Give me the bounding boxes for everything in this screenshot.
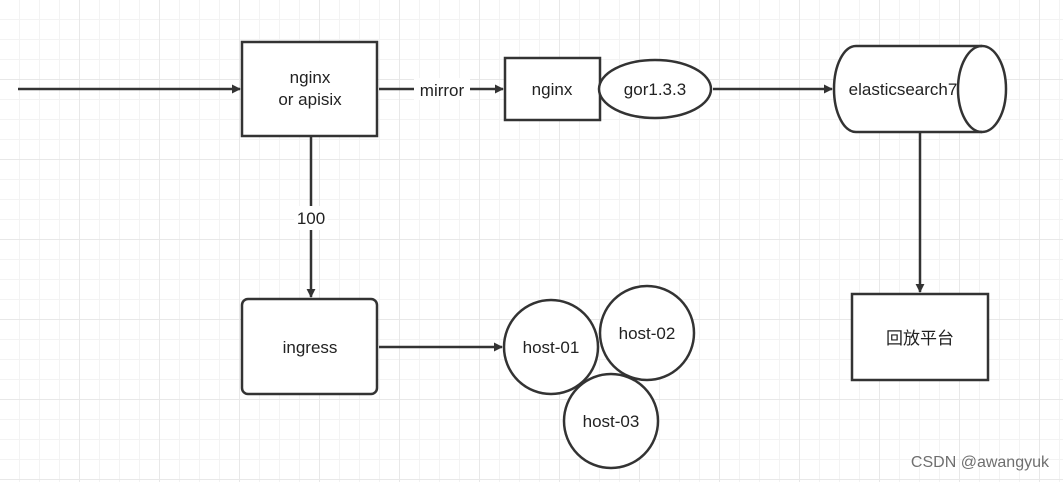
host-02-node: host-02 <box>598 284 696 382</box>
elasticsearch-label: elasticsearch7 <box>849 80 958 99</box>
replay-platform-node: 回放平台 <box>850 292 990 382</box>
host-03-label: host-03 <box>583 412 640 431</box>
proxy-node: nginx or apisix <box>240 40 379 138</box>
ingress-node: ingress <box>240 297 379 396</box>
proxy-label-line1: nginx <box>290 68 331 87</box>
host-01-node: host-01 <box>502 298 600 396</box>
host-03-node: host-03 <box>562 372 660 470</box>
host-01-label: host-01 <box>523 338 580 357</box>
edges <box>18 84 925 352</box>
replay-platform-label: 回放平台 <box>886 329 954 348</box>
watermark: CSDN @awangyuk <box>910 454 1049 471</box>
edge-label-weight: 100 <box>294 206 328 230</box>
edge-label-mirror: mirror <box>414 78 470 100</box>
gor-label: gor1.3.3 <box>624 80 686 99</box>
host-02-label: host-02 <box>619 324 676 343</box>
gor-node: gor1.3.3 <box>597 58 713 120</box>
ingress-label: ingress <box>283 338 338 357</box>
svg-text:100: 100 <box>297 209 325 228</box>
elasticsearch-node: elasticsearch7 <box>832 44 1008 134</box>
svg-text:mirror: mirror <box>420 81 465 100</box>
proxy-label-line2: or apisix <box>278 90 342 109</box>
nginx-mirror-node: nginx <box>503 56 602 122</box>
nginx-mirror-label: nginx <box>532 80 573 99</box>
